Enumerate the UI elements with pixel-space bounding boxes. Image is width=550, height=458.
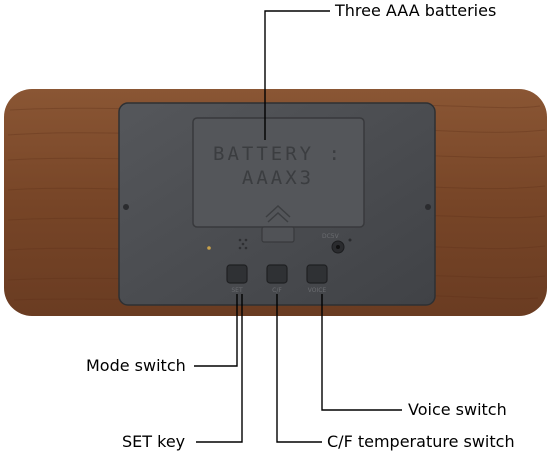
label-set-key: SET key	[122, 432, 186, 451]
cf-button[interactable]	[266, 264, 288, 284]
cf-button-label: C/F	[272, 287, 282, 294]
label-voice-switch: Voice switch	[408, 400, 507, 419]
screw	[425, 204, 431, 210]
leader-lines	[194, 10, 402, 443]
leader-mode	[194, 294, 238, 367]
battery-embossed-line1: BATTERY :	[213, 143, 343, 165]
cover-latch-tab	[261, 226, 295, 243]
set-button[interactable]	[226, 264, 248, 284]
leader-voice	[321, 294, 402, 411]
battery-embossed-line2: AAAX3	[242, 167, 314, 189]
leader-set	[196, 294, 243, 443]
screw	[123, 204, 129, 210]
set-button-label: SET	[231, 287, 243, 294]
dc-jack-pin	[336, 245, 340, 249]
dc-jack-label: DC5V	[322, 233, 340, 240]
leader-cf	[276, 294, 322, 443]
cover-latch-arrows	[265, 204, 291, 223]
leader-batteries	[264, 10, 330, 140]
label-mode-switch: Mode switch	[86, 356, 186, 375]
status-dot	[207, 246, 211, 250]
label-three-aaa-batteries: Three AAA batteries	[335, 1, 497, 20]
label-cf-temperature-switch: C/F temperature switch	[327, 432, 515, 451]
voice-button-label: VOICE	[308, 287, 327, 294]
voice-button[interactable]	[306, 264, 328, 284]
speaker-holes	[238, 238, 248, 250]
dc-jack-indicator	[348, 238, 352, 242]
